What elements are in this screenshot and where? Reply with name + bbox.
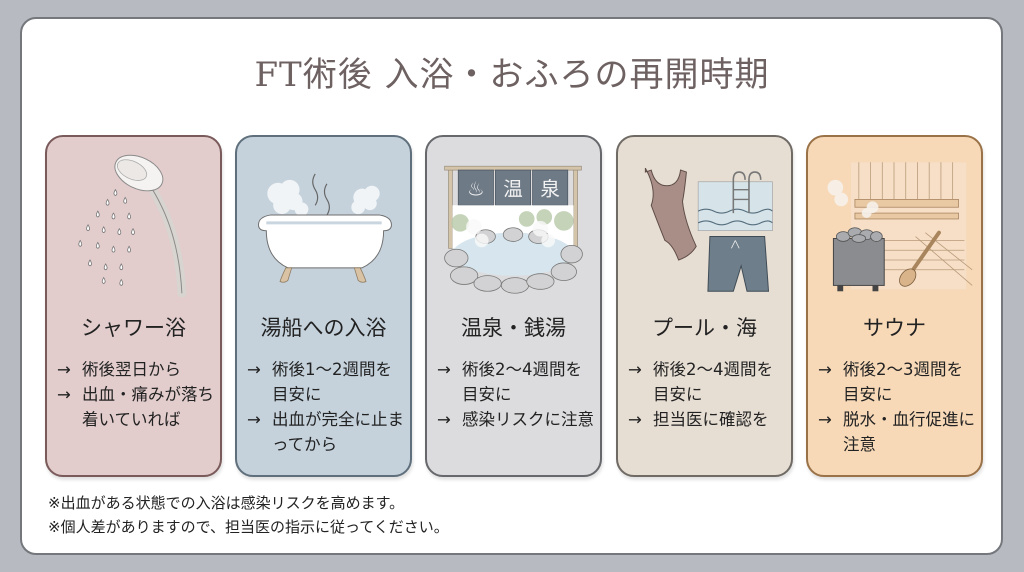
arrow-right-icon: →: [57, 360, 71, 379]
detail-item: →出血が完全に止まってから: [247, 407, 404, 457]
card-label: プール・海: [652, 316, 757, 340]
footnotes: ※出血がある状態での入浴は感染リスクを高めます。 ※個人差がありますので、担当医…: [48, 491, 449, 539]
footnote: ※出血がある状態での入浴は感染リスクを高めます。: [48, 494, 405, 512]
card-details: →術後2〜4週間を目安に →担当医に確認を: [628, 357, 785, 432]
card-bathtub: 湯船への入浴 →術後1〜2週間を目安に →出血が完全に止まってから: [235, 135, 412, 477]
sauna-icon: [827, 162, 973, 292]
bathtub-icon: [258, 173, 392, 283]
detail-item: →担当医に確認を: [628, 407, 785, 432]
arrow-right-icon: →: [628, 410, 642, 429]
card-details: →術後1〜2週間を目安に →出血が完全に止まってから: [247, 357, 404, 457]
card-label: シャワー浴: [81, 316, 186, 340]
shower-head-icon: [78, 154, 187, 297]
svg-text:温: 温: [503, 177, 523, 200]
card-details: →術後翌日から →出血・痛みが落ち着いていれば: [57, 357, 214, 432]
arrow-right-icon: →: [818, 410, 832, 429]
arrow-right-icon: →: [247, 360, 261, 379]
svg-text:♨: ♨: [467, 177, 485, 200]
arrow-right-icon: →: [437, 360, 451, 379]
card-details: →術後2〜3週間を目安に →脱水・血行促進に注意: [818, 357, 975, 457]
card-pool-sea: プール・海 →術後2〜4週間を目安に →担当医に確認を: [616, 135, 793, 477]
detail-item: →術後翌日から: [57, 357, 214, 382]
detail-item: →感染リスクに注意: [437, 407, 594, 432]
page-title: FT術後 入浴・おふろの再開時期: [254, 55, 770, 95]
detail-item: →術後2〜4週間を目安に: [628, 357, 785, 407]
card-label: 温泉・銭湯: [461, 316, 566, 340]
card-sauna: サウナ →術後2〜3週間を目安に →脱水・血行促進に注意: [806, 135, 983, 477]
arrow-right-icon: →: [247, 410, 261, 429]
card-label: 湯船への入浴: [260, 316, 387, 340]
arrow-right-icon: →: [818, 360, 832, 379]
detail-item: →脱水・血行促進に注意: [818, 407, 975, 457]
detail-item: →術後2〜3週間を目安に: [818, 357, 975, 407]
card-details: →術後2〜4週間を目安に →感染リスクに注意: [437, 357, 594, 432]
svg-text:泉: 泉: [540, 177, 560, 200]
onsen-icon: ♨ 温 泉: [444, 165, 583, 294]
arrow-right-icon: →: [437, 410, 451, 429]
arrow-right-icon: →: [628, 360, 642, 379]
arrow-right-icon: →: [57, 385, 71, 404]
swimwear-pool-icon: [644, 167, 773, 292]
detail-item: →術後2〜4週間を目安に: [437, 357, 594, 407]
card-onsen: ♨ 温 泉 温泉・銭湯 →術後2〜4週間を目安に →感染リスクに注意: [425, 135, 602, 477]
detail-item: →術後1〜2週間を目安に: [247, 357, 404, 407]
card-shower: シャワー浴 →術後翌日から →出血・痛みが落ち着いていれば: [45, 135, 222, 477]
detail-item: →出血・痛みが落ち着いていれば: [57, 382, 214, 432]
card-label: サウナ: [863, 316, 926, 340]
footnote: ※個人差がありますので、担当医の指示に従ってください。: [48, 518, 449, 536]
